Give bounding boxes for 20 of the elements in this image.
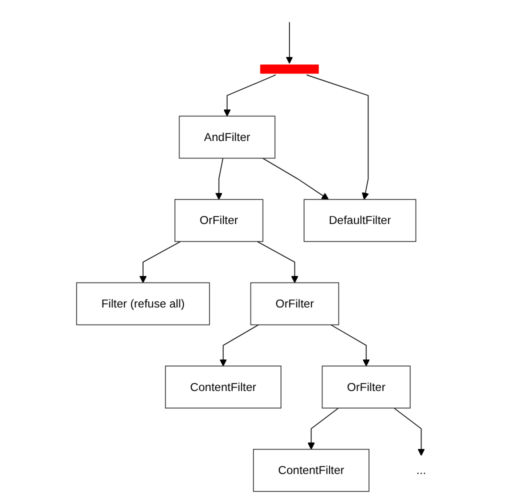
arrow: [307, 408, 338, 450]
arrow: [330, 324, 370, 366]
node-text: ...: [416, 463, 426, 477]
node-box: DefaultFilter: [303, 199, 416, 242]
arrow: [223, 74, 276, 116]
arrow: [285, 22, 293, 64]
arrow: [139, 241, 181, 284]
node-box: Filter (refuse all): [76, 282, 210, 326]
node-box: OrFilter: [250, 282, 339, 326]
arrow: [306, 74, 369, 200]
node-box: OrFilter: [174, 199, 263, 242]
arrow: [262, 158, 328, 200]
arrow: [214, 158, 223, 200]
node-box: ContentFilter: [252, 448, 369, 492]
node-box: OrFilter: [321, 366, 410, 408]
arrow: [393, 408, 424, 456]
node-box: ContentFilter: [164, 366, 281, 408]
arrow: [256, 241, 298, 284]
arrow: [219, 324, 259, 366]
node-box: AndFilter: [178, 116, 275, 159]
